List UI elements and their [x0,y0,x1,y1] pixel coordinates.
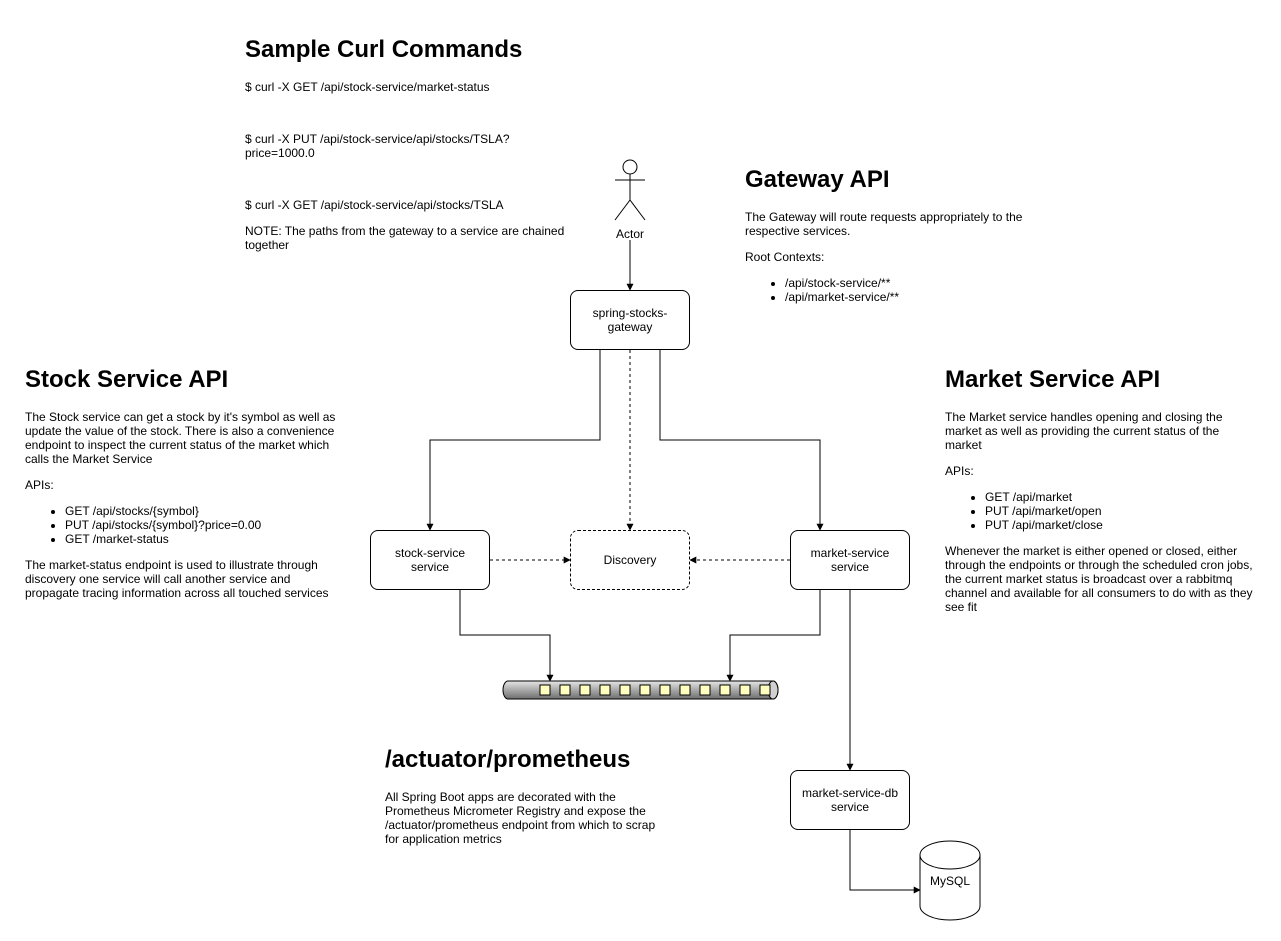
queue-cell [599,684,611,696]
actor-label: Actor [615,227,644,241]
discovery-node[interactable]: Discovery [570,530,690,590]
market-service-node-label: market-service service [810,546,890,574]
queue-cell [539,684,551,696]
actor-figure [614,159,646,221]
queue-cell [739,684,751,696]
stock-api-item: PUT /api/stocks/{symbol}?price=0.00 [65,518,261,532]
curl-title: Sample Curl Commands [245,36,523,63]
mysql-cylinder [919,840,981,921]
stock-apis-label: APIs: [25,478,54,492]
gateway-node-label: spring-stocks-gateway [592,306,668,334]
market-service-node[interactable]: market-service service [790,530,910,590]
edge-market-queue [726,590,821,682]
mysql-label: MySQL [930,874,970,888]
queue-cell [759,684,771,696]
market-description: The Market service handles opening and c… [945,410,1223,452]
gateway-context-item: /api/stock-service/** [785,276,899,290]
edge-db-mysql [849,830,921,894]
market-api-item: PUT /api/market/close [985,518,1103,532]
queue-cell [719,684,731,696]
edge-gateway-stock [426,350,601,531]
stock-api-item: GET /api/stocks/{symbol} [65,504,261,518]
market-title: Market Service API [945,366,1161,393]
curl-command-2: $ curl -X PUT /api/stock-service/api/sto… [245,132,510,160]
gateway-node[interactable]: spring-stocks-gateway [570,290,690,350]
stock-footer: The market-status endpoint is used to il… [25,558,329,600]
market-api-item: PUT /api/market/open [985,504,1103,518]
prometheus-title: /actuator/prometheus [385,746,631,773]
curl-command-1: $ curl -X GET /api/stock-service/market-… [245,80,490,94]
gateway-context-item: /api/market-service/** [785,290,899,304]
curl-note: NOTE: The paths from the gateway to a se… [245,224,565,252]
stock-description: The Stock service can get a stock by it'… [25,410,336,466]
curl-command-3: $ curl -X GET /api/stock-service/api/sto… [245,198,504,212]
market-db-node[interactable]: market-service-db service [790,770,910,830]
market-db-node-label: market-service-db service [801,786,899,814]
market-footer: Whenever the market is either opened or … [945,544,1253,614]
gateway-contexts: /api/stock-service/** /api/market-servic… [745,276,899,304]
gateway-title: Gateway API [745,166,890,193]
gateway-root-label: Root Contexts: [745,250,825,264]
prometheus-description: All Spring Boot apps are decorated with … [385,790,656,846]
stock-service-node-label: stock-service service [394,546,465,574]
queue-cell [579,684,591,696]
stock-api-item: GET /market-status [65,532,261,546]
stock-service-node[interactable]: stock-service service [370,530,490,590]
queue-cell [619,684,631,696]
queue-cell [559,684,571,696]
stock-title: Stock Service API [25,366,229,393]
edge-stock-queue [459,590,554,682]
message-queue [502,680,779,700]
queue-cell [639,684,651,696]
edge-gateway-market [659,350,824,531]
market-apis-label: APIs: [945,464,974,478]
queue-cell [699,684,711,696]
gateway-description: The Gateway will route requests appropri… [745,210,1023,238]
market-apis: GET /api/market PUT /api/market/open PUT… [945,490,1103,532]
queue-cell [679,684,691,696]
stock-apis: GET /api/stocks/{symbol} PUT /api/stocks… [25,504,261,546]
market-api-item: GET /api/market [985,490,1103,504]
queue-cell [659,684,671,696]
discovery-node-label: Discovery [603,553,657,567]
